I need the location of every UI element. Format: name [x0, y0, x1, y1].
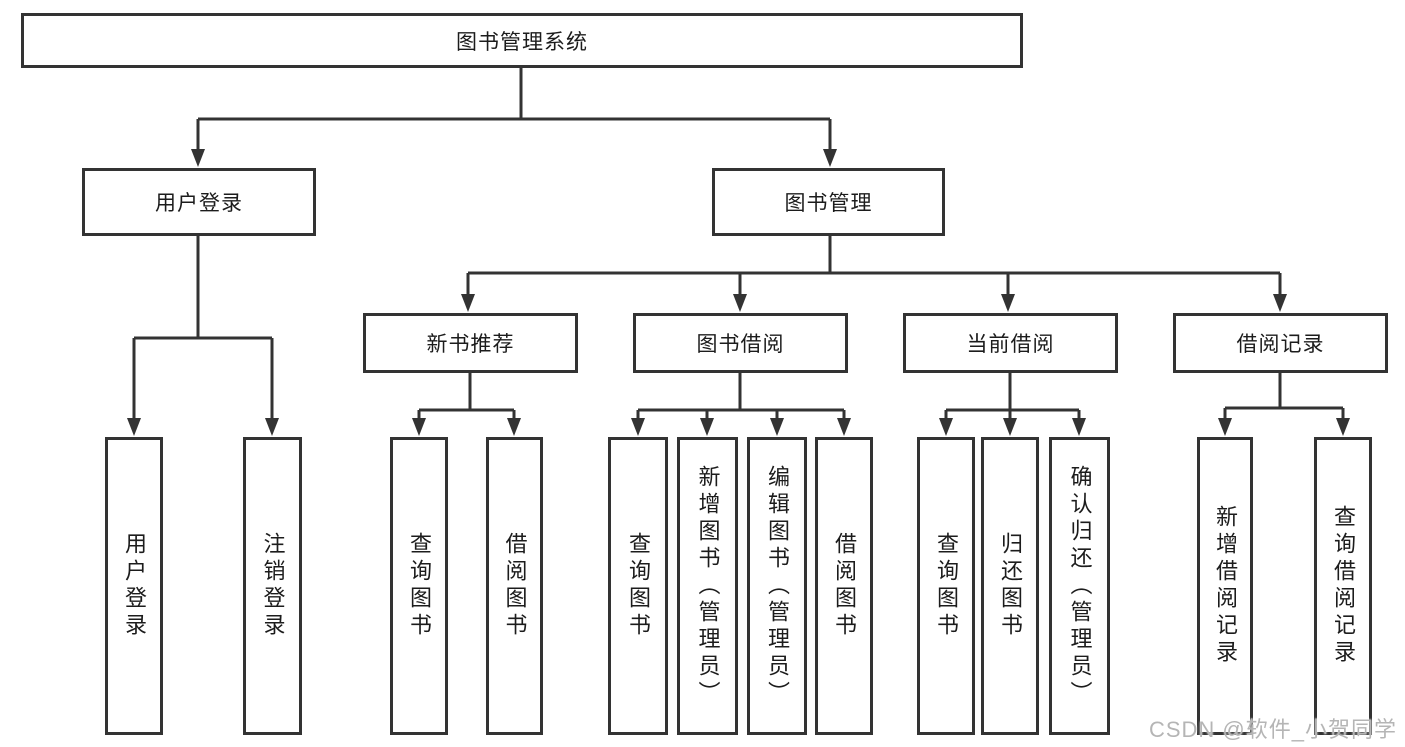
connector-book-management-to-level3	[466, 236, 1282, 295]
leaf-borrow-books-recommend: 借阅图书	[486, 437, 543, 735]
leaf-query-borrow-record: 查询借阅记录	[1314, 437, 1372, 735]
arrowhead	[1001, 294, 1015, 312]
leaf-user-login: 用户登录	[105, 437, 163, 735]
node-current-borrow: 当前借阅	[903, 313, 1118, 373]
leaf-query-books-recommend: 查询图书	[390, 437, 448, 735]
leaf-return-books: 归还图书	[981, 437, 1039, 735]
connector-root-to-level2	[196, 68, 832, 150]
leaf-edit-books-admin: 编辑图书（管理员）	[747, 437, 807, 735]
arrowhead	[939, 418, 953, 436]
arrowhead	[507, 418, 521, 436]
node-new-book-recommend: 新书推荐	[363, 313, 578, 373]
node-user-login: 用户登录	[82, 168, 316, 236]
leaf-add-borrow-record: 新增借阅记录	[1197, 437, 1253, 735]
leaf-borrow-books: 借阅图书	[815, 437, 873, 735]
arrowhead	[1273, 294, 1287, 312]
connector-book-borrow-to-leaves	[636, 373, 846, 419]
node-book-borrow: 图书借阅	[633, 313, 848, 373]
connector-new-book-to-leaves	[417, 373, 516, 419]
leaf-logout: 注销登录	[243, 437, 302, 735]
node-book-management: 图书管理	[712, 168, 945, 236]
leaf-query-books-borrow: 查询图书	[608, 437, 668, 735]
connector-borrow-record-to-leaves	[1223, 373, 1345, 419]
arrowhead	[412, 418, 426, 436]
arrowhead	[191, 149, 205, 167]
arrowhead	[127, 418, 141, 436]
leaf-query-books-current: 查询图书	[917, 437, 975, 735]
connector-current-borrow-to-leaves	[944, 373, 1081, 419]
arrowhead	[461, 294, 475, 312]
csdn-watermark: CSDN @软件_小贺同学	[1148, 717, 1397, 742]
arrowhead	[770, 418, 784, 436]
connector-user-login-to-leaves	[132, 236, 274, 419]
arrowhead	[837, 418, 851, 436]
arrowhead	[1336, 418, 1350, 436]
leaf-add-books-admin: 新增图书（管理员）	[677, 437, 738, 735]
arrowhead	[631, 418, 645, 436]
node-library-management-system: 图书管理系统	[21, 13, 1023, 68]
leaf-confirm-return-admin: 确认归还（管理员）	[1049, 437, 1110, 735]
node-borrow-record: 借阅记录	[1173, 313, 1388, 373]
arrowhead	[265, 418, 279, 436]
arrowhead	[1218, 418, 1232, 436]
arrowhead	[1003, 418, 1017, 436]
arrowhead	[823, 149, 837, 167]
arrowhead	[700, 418, 714, 436]
arrowhead	[733, 294, 747, 312]
arrowhead	[1072, 418, 1086, 436]
